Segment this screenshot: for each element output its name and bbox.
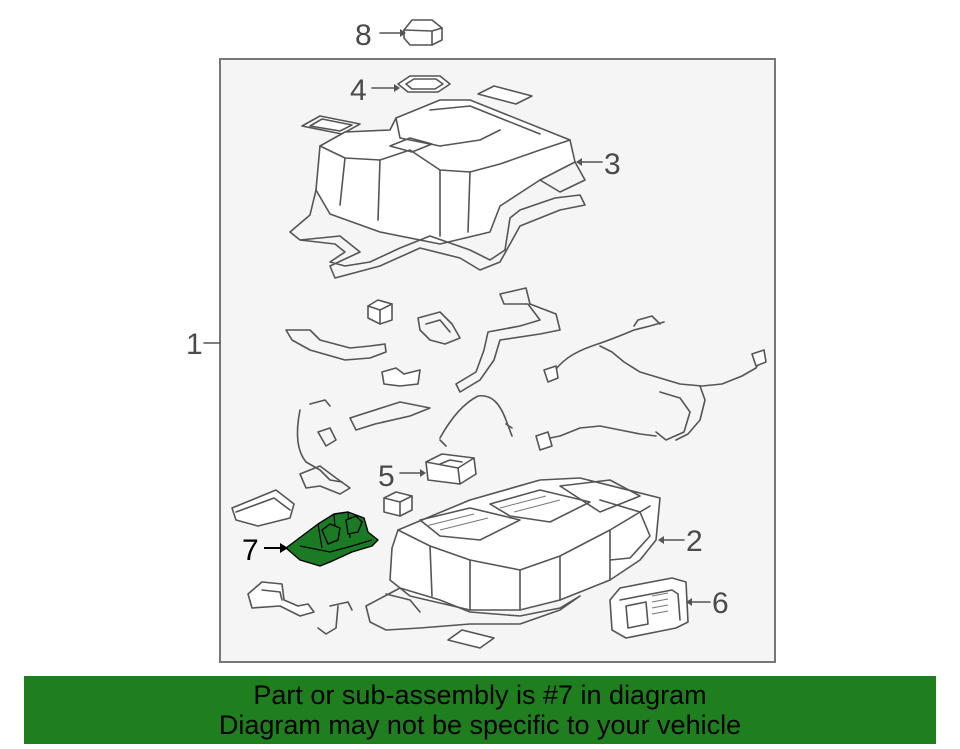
callout-5[interactable]: 5 <box>378 460 395 493</box>
part-7-highlighted[interactable] <box>285 511 379 567</box>
small-parts-group <box>285 287 561 495</box>
part-5-shape <box>425 453 477 485</box>
banner-line-1: Part or sub-assembly is #7 in diagram <box>253 680 707 710</box>
callout-8[interactable]: 8 <box>355 19 372 52</box>
callout-2[interactable]: 2 <box>686 525 703 558</box>
info-banner: Part or sub-assembly is #7 in diagram Di… <box>24 676 936 744</box>
part-3-cover <box>289 99 586 279</box>
callout-4[interactable]: 4 <box>350 74 367 107</box>
part-2-battery <box>365 477 661 631</box>
callout-6[interactable]: 6 <box>712 587 729 620</box>
wiring-harness <box>535 315 767 451</box>
parts-diagram: 8 4 3 1 <box>186 19 776 663</box>
banner-line-2: Diagram may not be specific to your vehi… <box>218 710 742 740</box>
part-8-shape <box>403 19 443 46</box>
callout-1[interactable]: 1 <box>186 328 203 361</box>
part-6-shape <box>609 577 689 639</box>
callout-7[interactable]: 7 <box>242 534 259 567</box>
callout-3[interactable]: 3 <box>604 148 621 181</box>
part-4-shape <box>397 75 451 93</box>
